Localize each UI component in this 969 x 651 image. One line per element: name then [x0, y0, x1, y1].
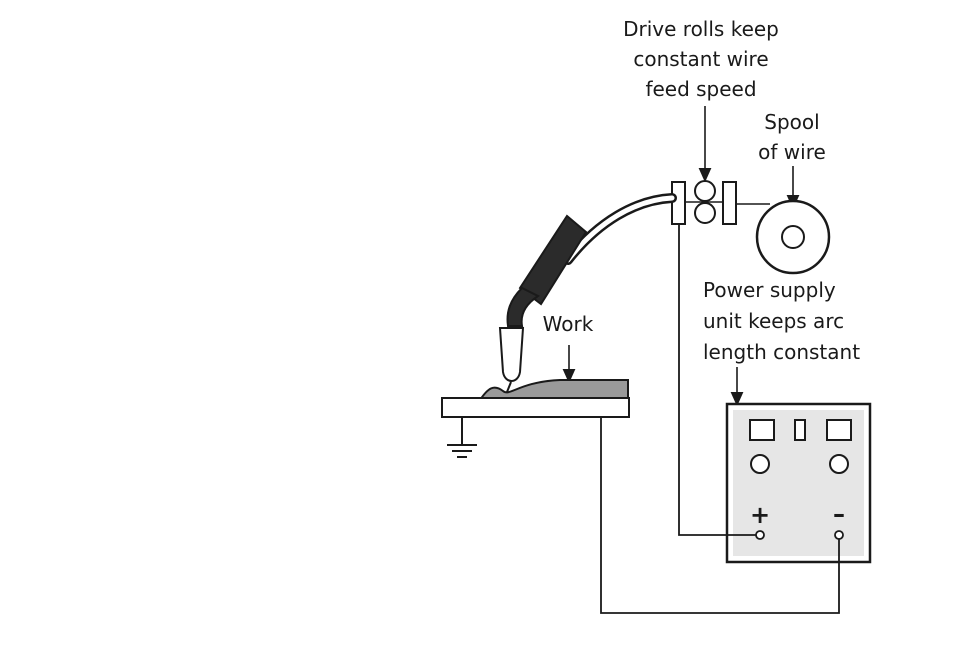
drive-rolls-label-line-2: constant wire [633, 47, 768, 71]
work-table [441, 397, 630, 418]
spool-label: Spool of wire [758, 110, 826, 164]
negative-terminal-label: – [833, 500, 845, 528]
switch-icon [794, 419, 806, 441]
weld-metal [478, 379, 629, 401]
spool-label-line-1: Spool [764, 110, 819, 134]
work-label: Work [543, 312, 594, 336]
torch-neck [506, 286, 540, 327]
ground-icon [447, 418, 477, 458]
welding-gun [498, 193, 677, 393]
workpiece [441, 379, 630, 418]
negative-cable [600, 417, 840, 614]
torch-contact-tip [506, 381, 512, 393]
negative-terminal [834, 530, 844, 540]
meter-right-icon [826, 419, 852, 441]
drive-rolls-label: Drive rolls keep constant wire feed spee… [623, 17, 779, 101]
drive-roll-top [694, 180, 716, 202]
torch-nozzle [498, 327, 525, 382]
drive-rolls [671, 180, 770, 225]
drive-rolls-label-line-3: feed speed [645, 77, 756, 101]
knob-right-icon [829, 454, 849, 474]
power-supply-label-line-1: Power supply [703, 278, 836, 302]
power-supply-label-line-2: unit keeps arc [703, 309, 844, 333]
drive-roll-plate-right [722, 181, 737, 225]
drive-roll-plate-left [671, 181, 686, 225]
meter-left-icon [749, 419, 775, 441]
positive-cable [678, 224, 756, 536]
welding-hose-inner [565, 195, 675, 263]
positive-terminal-label: + [750, 501, 770, 529]
drive-roll-bottom [694, 202, 716, 224]
knob-left-icon [750, 454, 770, 474]
spool-hub [781, 225, 805, 249]
power-supply-unit: + – [725, 402, 872, 564]
positive-terminal [755, 530, 765, 540]
torch-handle [518, 214, 588, 306]
wire-spool [755, 199, 831, 275]
spool-label-line-2: of wire [758, 140, 826, 164]
power-supply-label-line-3: length constant [703, 340, 860, 364]
drive-rolls-label-line-1: Drive rolls keep [623, 17, 779, 41]
power-supply-label: Power supply unit keeps arc length const… [703, 278, 860, 364]
